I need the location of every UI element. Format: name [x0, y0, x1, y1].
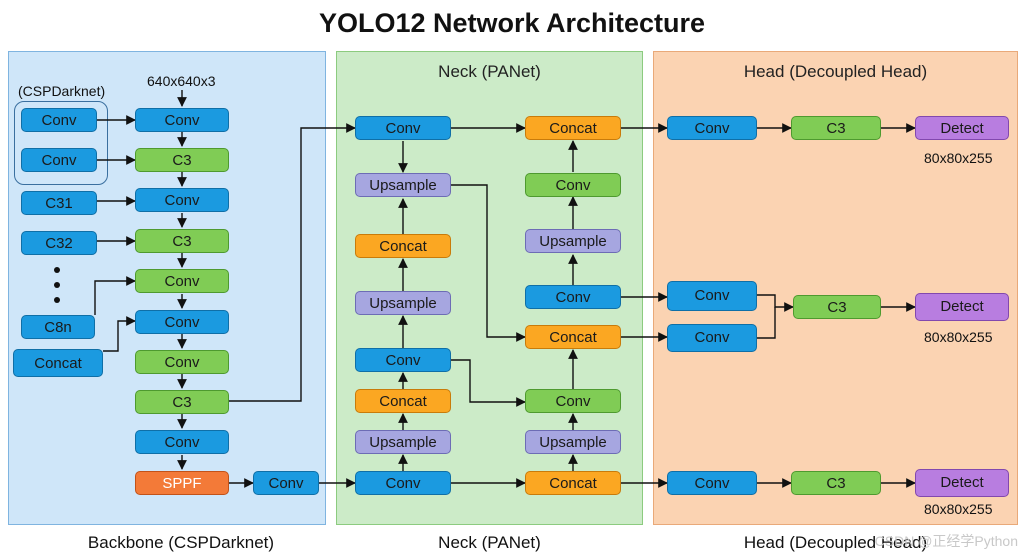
head-row2-conv-b-node: Conv [667, 324, 757, 352]
head-row1-detect-node: Detect [915, 116, 1009, 140]
backbone-conv-2-node: Conv [135, 188, 229, 212]
neck-right-upsample-1-node: Upsample [525, 229, 621, 253]
neck-top-title: Neck (PANet) [438, 62, 541, 81]
diagram-title: YOLO12 Network Architecture [318, 8, 706, 38]
c8n-node: C8n [21, 315, 95, 339]
c32-node: C32 [21, 231, 97, 255]
cspdarknet-group [14, 101, 108, 185]
neck-right-concat-3-node: Concat [525, 471, 621, 495]
ellipsis-dot [54, 282, 60, 288]
neck-right-conv-2-node: Conv [525, 285, 621, 309]
head-row2-conv-a-node: Conv [667, 281, 757, 311]
sppf-node: SPPF [135, 471, 229, 495]
ellipsis-dot [54, 297, 60, 303]
head-bottom-title: Head (Decoupled Head) [743, 533, 928, 552]
cspdarknet-conv-2-node: Conv [21, 148, 97, 172]
neck-left-upsample-2-node: Upsample [355, 291, 451, 315]
neck-right-conv-1-node: Conv [525, 173, 621, 197]
backbone-conv-4-node: Conv [135, 310, 229, 334]
neck-left-upsample-1-node: Upsample [355, 173, 451, 197]
head-row1-output-size: 80x80x255 [924, 150, 993, 166]
neck-right-conv-3-node: Conv [525, 389, 621, 413]
head-row2-c3-node: C3 [793, 295, 881, 319]
head-row2-output-size: 80x80x255 [924, 329, 993, 345]
backbone-conv-6-node: Conv [135, 430, 229, 454]
concat-input-node: Concat [13, 349, 103, 377]
c31-node: C31 [21, 191, 97, 215]
backbone-conv-5-node: Conv [135, 350, 229, 374]
head-row1-conv-node: Conv [667, 116, 757, 140]
neck-bottom-title: Neck (PANet) [438, 533, 541, 552]
neck-left-concat-1-node: Concat [355, 234, 451, 258]
cspdarknet-group-label: (CSPDarknet) [18, 83, 106, 99]
neck-left-conv-1-node: Conv [355, 116, 451, 140]
backbone-conv-3-node: Conv [135, 269, 229, 293]
backbone-output-conv-node: Conv [253, 471, 319, 495]
neck-left-concat-2-node: Concat [355, 389, 451, 413]
backbone-c3-2-node: C3 [135, 229, 229, 253]
neck-left-conv-3-node: Conv [355, 471, 451, 495]
neck-left-conv-2-node: Conv [355, 348, 451, 372]
backbone-bottom-title: Backbone (CSPDarknet) [87, 533, 275, 552]
head-top-title: Head (Decoupled Head) [743, 62, 928, 81]
backbone-conv-1-node: Conv [135, 108, 229, 132]
neck-right-concat-1-node: Concat [525, 116, 621, 140]
backbone-c3-1-node: C3 [135, 148, 229, 172]
input-size-label: 640x640x3 [147, 73, 216, 89]
backbone-c3-3-node: C3 [135, 390, 229, 414]
neck-left-upsample-3-node: Upsample [355, 430, 451, 454]
head-row3-conv-node: Conv [667, 471, 757, 495]
head-row3-detect-node: Detect [915, 469, 1009, 497]
head-row1-c3-node: C3 [791, 116, 881, 140]
neck-right-concat-2-node: Concat [525, 325, 621, 349]
head-row3-output-size: 80x80x255 [924, 501, 993, 517]
ellipsis-dot [54, 267, 60, 273]
neck-right-upsample-2-node: Upsample [525, 430, 621, 454]
head-row3-c3-node: C3 [791, 471, 881, 495]
head-row2-detect-node: Detect [915, 293, 1009, 321]
watermark: CSDN @正经学Python [874, 533, 1018, 549]
cspdarknet-conv-1-node: Conv [21, 108, 97, 132]
